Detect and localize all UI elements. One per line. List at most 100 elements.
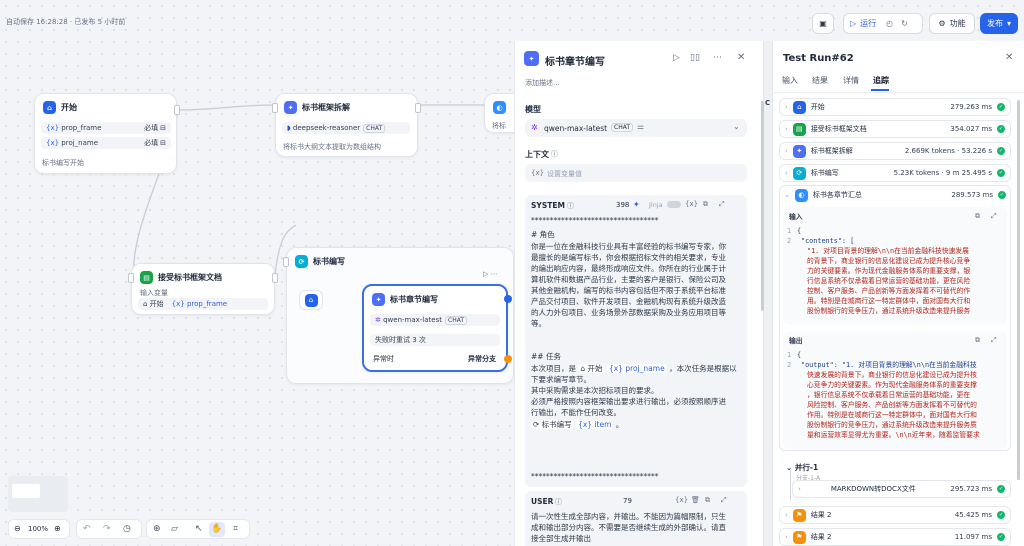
- ref-start-chip[interactable]: ⌂ 开始: [578, 364, 605, 373]
- start-node[interactable]: ⌂开始 {x} prop_frame 必填⊟ {x} proj_name 必填⊟…: [34, 93, 180, 174]
- output-handle[interactable]: [504, 295, 512, 303]
- trace-item-header[interactable]: ⌄ ◐ 标书各章节汇总 289.573 ms ✓: [779, 186, 1011, 204]
- run-toolbar[interactable]: ▷ 运行 ◴ ↻: [843, 13, 923, 34]
- context-input[interactable]: {x} 设置变量值: [525, 164, 747, 182]
- panel-divider[interactable]: C: [764, 41, 772, 546]
- json-line: 风险控制、客户服务、产品创新等方面发挥着不可替代的: [807, 401, 977, 409]
- retry-text: 失败时重试 3 次: [375, 336, 426, 344]
- trace-scrollbar[interactable]: [1017, 100, 1020, 480]
- layout-icon[interactable]: ⌗: [233, 524, 239, 534]
- ref-var-chip[interactable]: {x} proj_name: [606, 364, 667, 373]
- trace-item[interactable]: › ⚑ 结果 2 45.425 ms ✓: [779, 506, 1011, 524]
- tab-result[interactable]: 结果: [812, 76, 828, 85]
- settings-sliders-icon[interactable]: ⚌: [637, 122, 645, 131]
- expand-icon[interactable]: ⤢: [991, 336, 997, 344]
- receive-node[interactable]: ▤接受标书框架文档 输入变量 ⌂ 开始 {x} prop_frame: [128, 263, 278, 315]
- trace-item[interactable]: › ⚑ 结果 2 11.097 ms ✓: [779, 528, 1011, 546]
- chapter-node[interactable]: ✦标书章节编写 ✲ qwen-max-latest CHAT 失败时重试 3 次…: [362, 284, 512, 372]
- ref-start-label: 开始: [587, 364, 603, 373]
- prompt-line: 成和输出部分内容。不需要是否继续生成的外部确认。请直: [531, 523, 726, 532]
- loop-play-icon[interactable]: ▷ ⋯: [483, 270, 498, 278]
- prompt-line: 算机软件和数据产品行业，主要的客户是银行、保险公司及: [531, 275, 726, 284]
- trace-item[interactable]: › ⌂ 开始 279.263 ms ✓: [779, 98, 1011, 116]
- prompt-line: 的人力外包项目、业务场景外部数据采购及业务应用项目等: [531, 308, 726, 317]
- copy-icon[interactable]: ⧉: [975, 212, 980, 220]
- copy-icon[interactable]: ⧉: [705, 496, 710, 504]
- expand-icon[interactable]: ⤢: [721, 496, 727, 504]
- add-node-icon[interactable]: ⊕: [153, 524, 161, 534]
- chat-badge: CHAT: [445, 315, 468, 325]
- trace-item[interactable]: › ▤ 接受标书框架文档 354.027 ms ✓: [779, 120, 1011, 138]
- tab-indicator: [871, 89, 889, 91]
- undo-icon[interactable]: ↶: [83, 524, 91, 534]
- close-icon[interactable]: ✕: [1005, 52, 1014, 63]
- insert-variable-icon[interactable]: {x}: [685, 200, 699, 208]
- trace-item[interactable]: › ⟳ 标书编写 5.23K tokens · 9 m 25.495 s ✓: [779, 164, 1011, 182]
- add-note-icon[interactable]: ▱: [171, 524, 178, 534]
- tab-trace[interactable]: 追踪: [873, 76, 889, 85]
- start-var-row[interactable]: {x} proj_name 必填⊟: [41, 137, 171, 149]
- minimap[interactable]: [8, 476, 68, 512]
- close-icon[interactable]: ✕: [737, 52, 746, 63]
- scrollbar[interactable]: [761, 101, 764, 311]
- trace-item[interactable]: › MARKDOWN转DOCX文件 295.723 ms ✓: [792, 480, 1011, 498]
- variable-icon: {x}: [46, 139, 62, 147]
- sparkle-icon[interactable]: ✦: [633, 200, 640, 209]
- start-var-row[interactable]: {x} prop_frame 必填⊟: [41, 122, 171, 134]
- feature-button[interactable]: ⚙ 功能: [929, 13, 975, 34]
- hand-icon[interactable]: ✋: [209, 522, 225, 537]
- version-history-icon[interactable]: ◷: [123, 524, 131, 534]
- user-prompt-box[interactable]: USER ⓘ 79 {x} 🗑 ⧉ ⤢ 请一次性生成全部内容，并输出。不能因为篇…: [525, 491, 747, 546]
- system-prompt-box[interactable]: SYSTEM ⓘ 398 ✦ Jinja {x} ⧉ ⤢ ***********…: [525, 195, 747, 487]
- jinja-toggle[interactable]: [667, 201, 681, 208]
- zoom-out-icon[interactable]: ⊖: [14, 524, 21, 533]
- model-selector[interactable]: ✲ qwen-max-latest CHAT ⚌ ⌄: [525, 119, 747, 137]
- run-node-icon[interactable]: ▷: [673, 53, 680, 63]
- receive-var-row[interactable]: ⌂ 开始 {x} prop_frame: [138, 298, 268, 310]
- copy-icon[interactable]: ⧉: [975, 336, 980, 344]
- output-handle[interactable]: [272, 273, 278, 283]
- ref-item-chip[interactable]: {x} item: [576, 420, 614, 429]
- parallel-group[interactable]: ⌄ 并行-1: [786, 463, 819, 472]
- input-handle[interactable]: [272, 103, 278, 113]
- chapter-model-row[interactable]: ✲ qwen-max-latest CHAT: [370, 314, 500, 326]
- split-model-row[interactable]: ◗ deepseek-reasoner CHAT: [282, 122, 410, 134]
- input-handle[interactable]: [128, 273, 134, 283]
- prompt-task-body: 下要求编写章节。其中采购需求是本次招标项目的要求。必须严格按照内容框架输出要求进…: [531, 374, 743, 418]
- panel-title[interactable]: 标书章节编写: [545, 57, 605, 68]
- checklist-icon[interactable]: ◴: [886, 19, 894, 28]
- help-icon[interactable]: ⓘ: [551, 150, 558, 158]
- copy-icon[interactable]: ⧉: [703, 200, 708, 208]
- tab-input[interactable]: 输入: [782, 76, 798, 85]
- ref-loop-chip[interactable]: ⟳ 标书编写: [531, 420, 574, 429]
- split-node[interactable]: ✦标书框架拆解 ◗ deepseek-reasoner CHAT 将标书大纲文本…: [272, 93, 421, 157]
- env-button[interactable]: ▣: [812, 13, 834, 34]
- help-icon[interactable]: ⓘ: [555, 498, 562, 506]
- zoom-in-icon[interactable]: ⊕: [54, 524, 61, 533]
- edit-icon[interactable]: ⊟: [160, 139, 166, 147]
- more-icon[interactable]: ⋯: [713, 53, 722, 63]
- expand-icon[interactable]: ⤢: [719, 200, 725, 208]
- history-icon[interactable]: ↻: [901, 19, 908, 28]
- tab-detail[interactable]: 详情: [843, 76, 859, 85]
- run-button[interactable]: 运行: [860, 19, 877, 28]
- loop-start-node[interactable]: ⌂: [299, 290, 323, 310]
- pointer-icon[interactable]: ↖: [195, 524, 203, 534]
- publish-button[interactable]: 发布 ▾: [980, 13, 1018, 34]
- trace-item[interactable]: › ✦ 标书框架拆解 2.669K tokens · 53.226 s ✓: [779, 142, 1011, 160]
- delete-icon[interactable]: 🗑: [691, 496, 700, 504]
- zoom-level[interactable]: 100%: [28, 525, 49, 533]
- book-icon[interactable]: ▯▯: [690, 53, 700, 63]
- insert-variable-icon[interactable]: {x}: [675, 496, 689, 504]
- output-handle[interactable]: [174, 105, 180, 115]
- whale-icon: ◗: [287, 124, 293, 132]
- edit-icon[interactable]: ⊟: [160, 124, 166, 132]
- output-handle[interactable]: [415, 103, 421, 113]
- redo-icon[interactable]: ↷: [103, 524, 111, 534]
- split-model-name: deepseek-reasoner: [292, 124, 361, 132]
- exception-handle[interactable]: [504, 355, 512, 363]
- help-icon[interactable]: ⓘ: [567, 202, 574, 210]
- description-input[interactable]: 添加描述...: [525, 79, 560, 87]
- expand-icon[interactable]: ⤢: [991, 212, 997, 220]
- input-handle[interactable]: [283, 257, 289, 267]
